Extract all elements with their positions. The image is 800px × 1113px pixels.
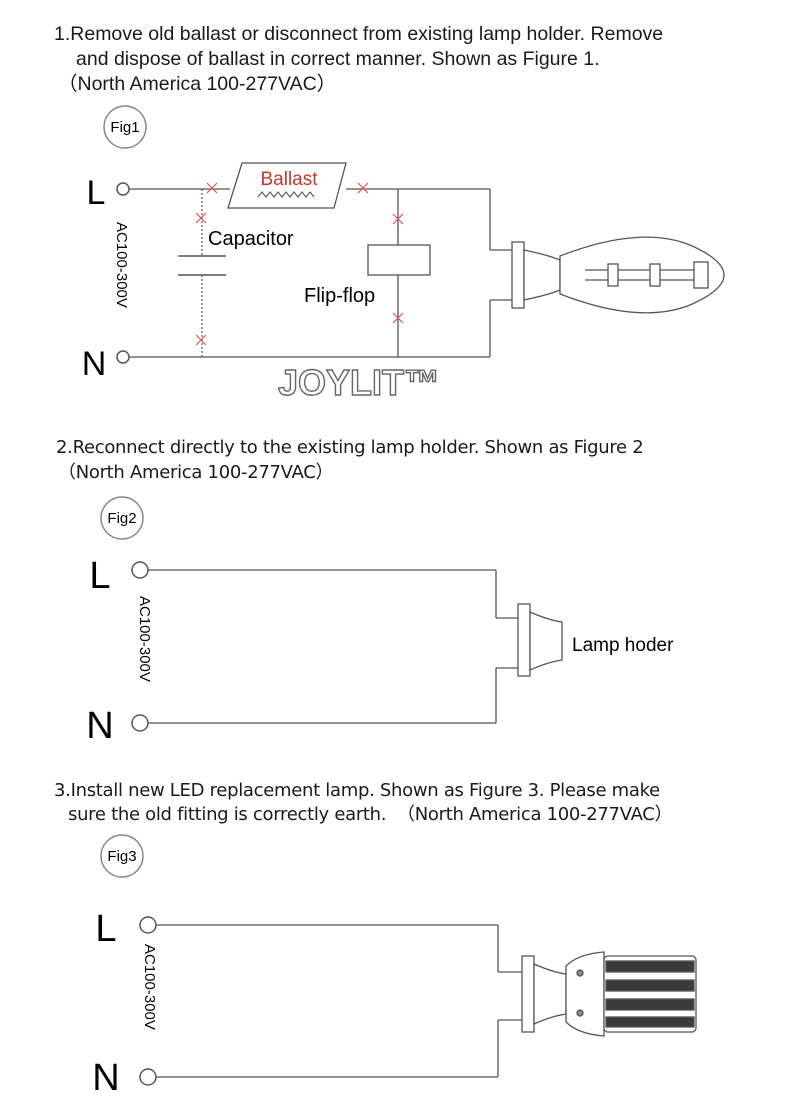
fig2-terminal-l: L	[89, 555, 110, 597]
step-1-title-line-1: 1.Remove old ballast or disconnect from …	[54, 23, 664, 45]
fig3-terminal-l-dot	[139, 916, 157, 934]
ballast-label: Ballast	[260, 169, 318, 190]
cut-mark-icon	[357, 182, 369, 194]
flipflop-label: Flip-flop	[304, 285, 375, 307]
fig3-badge-circle	[100, 834, 144, 878]
fig3-voltage-label: AC100-300V	[141, 944, 158, 1030]
step-1-title-line-2: and dispose of ballast in correct manner…	[76, 48, 600, 70]
cut-mark-icon	[206, 182, 218, 194]
hid-lamp-icon	[511, 236, 725, 314]
fig1-terminal-n-dot	[116, 350, 130, 364]
fig1-badge-circle	[103, 105, 147, 149]
step-2-title-line-1: 2.Reconnect directly to the existing lam…	[56, 437, 644, 458]
fig2-terminal-n-dot	[131, 714, 149, 732]
fig2-badge-circle	[100, 496, 144, 540]
flipflop-box	[367, 244, 431, 276]
fig1-badge-label: Fig1	[110, 119, 139, 136]
led-corn-lamp-icon	[521, 951, 697, 1037]
fig1-voltage-label: AC100-300V	[113, 222, 130, 308]
ballast-box	[227, 162, 347, 209]
step-3-title-line-2: sure the old fitting is correctly earth.…	[68, 804, 673, 825]
fig3-terminal-n: N	[92, 1057, 119, 1099]
step-3-title-line-1: 3.Install new LED replacement lamp. Show…	[54, 780, 660, 801]
cut-mark-icon	[195, 212, 207, 224]
figure-3: Fig3 L N AC100-300V	[92, 834, 697, 1099]
lamp-holder-icon	[517, 603, 563, 677]
fig2-terminal-l-dot	[131, 561, 149, 579]
cut-mark-icon	[195, 334, 207, 346]
fig2-voltage-label: AC100-300V	[136, 596, 153, 682]
capacitor-label: Capacitor	[208, 228, 294, 250]
joylit-watermark-logo: JOYLIT™	[278, 362, 440, 403]
fig1-terminal-l: L	[87, 174, 106, 212]
fig2-terminal-n: N	[86, 705, 113, 747]
step-2-title-line-2: （North America 100-277VAC）	[58, 462, 334, 483]
fig2-badge-label: Fig2	[107, 510, 136, 527]
fig3-terminal-n-dot	[139, 1068, 157, 1086]
cut-marks	[195, 182, 404, 346]
fig3-terminal-l: L	[95, 908, 116, 950]
step-1-title-line-3: （North America 100-277VAC）	[58, 73, 337, 95]
cut-mark-icon	[392, 213, 404, 225]
fig1-terminal-l-dot	[116, 182, 130, 196]
ballast-coil-icon	[257, 191, 315, 198]
figure-2: Fig2 L N AC100-300V Lamp hoder	[86, 496, 674, 747]
fig1-terminal-n: N	[82, 345, 107, 383]
cut-mark-icon	[392, 312, 404, 324]
lamp-holder-label: Lamp hoder	[572, 635, 674, 656]
fig3-badge-label: Fig3	[107, 848, 136, 865]
figure-1: Fig1 L N AC100-300V Capacitor Ballast	[82, 105, 725, 404]
